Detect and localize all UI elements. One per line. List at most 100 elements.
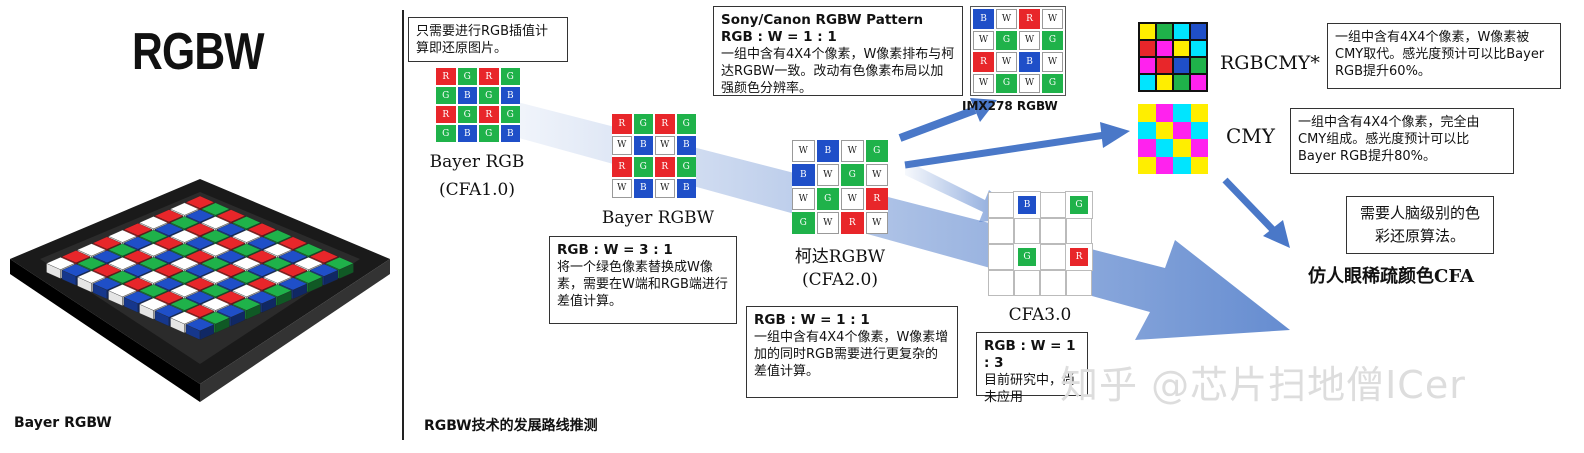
pixel-W: W bbox=[1019, 30, 1040, 50]
sensor-pixel-G bbox=[201, 229, 230, 243]
sensor-pixel-G bbox=[232, 216, 261, 229]
pixel-W: W bbox=[865, 212, 888, 234]
pixel-Y bbox=[1155, 121, 1173, 139]
sensor-pixel-B bbox=[247, 291, 277, 304]
pixel-Y bbox=[1140, 24, 1155, 39]
pixel-G: G bbox=[816, 188, 839, 210]
pixel-G: G bbox=[676, 114, 696, 134]
bayer-rgbw-label: Bayer RGBW bbox=[601, 208, 715, 228]
sensor-pixel-B bbox=[309, 263, 339, 277]
pixel-C bbox=[1138, 121, 1156, 139]
pixel-C bbox=[1140, 75, 1155, 90]
sensor-pixel-R bbox=[123, 223, 153, 236]
sensor-pixel-G bbox=[325, 257, 354, 270]
pixel-Y bbox=[1190, 104, 1208, 122]
sensor-pixel-R bbox=[185, 250, 215, 263]
pixel-B: B bbox=[973, 9, 994, 29]
sensor-pixel-G bbox=[77, 257, 106, 270]
rgbcmy-pattern bbox=[1138, 22, 1208, 92]
sensor-pixel-W bbox=[77, 270, 106, 284]
sony-note: Sony/Canon RGBW Pattern RGB : W = 1 : 1 … bbox=[713, 6, 963, 96]
sensor-pixel-W bbox=[139, 243, 168, 257]
sensor-pixel-G bbox=[139, 257, 168, 270]
right-caption: RGBW技术的发展路线推测 bbox=[424, 418, 598, 434]
pixel-C bbox=[1173, 104, 1191, 122]
pixel-C bbox=[1174, 24, 1189, 39]
pixel-C bbox=[1190, 121, 1208, 139]
cfa3-cell bbox=[1040, 218, 1066, 244]
sensor-pixel-G bbox=[170, 216, 199, 229]
pixel-W: W bbox=[612, 178, 632, 198]
pixel-G: G bbox=[633, 157, 653, 177]
sensor-pixel-B bbox=[185, 291, 215, 304]
pixel-W: W bbox=[973, 73, 994, 93]
sensor-pixel-R bbox=[247, 223, 277, 236]
sensor-pixel-G bbox=[294, 270, 323, 284]
sensor-pixel-R bbox=[247, 250, 277, 263]
sensor-pixel-W bbox=[294, 257, 323, 270]
pixel-G: G bbox=[865, 140, 888, 162]
cfa3-note: RGB : W = 1 : 3 目前研究中，尚未应用 bbox=[976, 332, 1088, 405]
pixel-R: R bbox=[436, 68, 456, 85]
pixel-Y bbox=[1190, 156, 1208, 174]
pixel-W: W bbox=[996, 9, 1017, 29]
human-cfa-note-text: 需要人脑级别的色彩还原算法。 bbox=[1359, 204, 1480, 245]
sensor-pixel-W bbox=[170, 284, 199, 297]
sensor-pixel-W bbox=[170, 229, 199, 243]
sony-note-title: Sony/Canon RGBW Pattern bbox=[721, 12, 924, 28]
sensor-pixel-G bbox=[201, 202, 230, 216]
kodak-note-text: 一组中含有4X4个像素，W像素增加的同时RGB需要进行更复杂的差值计算。 bbox=[754, 330, 949, 379]
sensor-pixel-B bbox=[154, 277, 184, 291]
cfa3-cell bbox=[1040, 192, 1066, 218]
pixel-Y bbox=[1174, 41, 1189, 56]
sensor-pixel-B bbox=[216, 250, 246, 263]
cmy-note: 一组中含有4X4个像素，完全由CMY组成。感光度预计可以比Bayer RGB提升… bbox=[1290, 108, 1514, 174]
pixel-G: G bbox=[500, 68, 520, 85]
pixel-B: B bbox=[457, 125, 477, 142]
sensor-base-left-edge bbox=[10, 259, 200, 402]
human-cfa-label: 仿人眼稀疏颜色CFA bbox=[1308, 266, 1475, 287]
pixel-G: G bbox=[457, 106, 477, 123]
bayer-rgb-note: 只需要进行RGB插值计算即还原图片。 bbox=[408, 17, 568, 62]
sensor-pixel-R bbox=[247, 277, 277, 291]
pixel-G bbox=[1157, 24, 1172, 39]
kodak-note: RGB : W = 1 : 1 一组中含有4X4个像素，W像素增加的同时RGB需… bbox=[746, 306, 958, 398]
cfa3-cell: B bbox=[1013, 191, 1041, 219]
sensor-pixel-B bbox=[247, 236, 277, 250]
sensor-pixel-W bbox=[108, 284, 137, 297]
cfa3-cell bbox=[1040, 270, 1066, 296]
bayer-rgbw-note-text: 将一个绿色像素替换成W像素，需要在W端和RGB端进行差值计算。 bbox=[557, 260, 728, 309]
pixel-W: W bbox=[1042, 52, 1063, 72]
pixel-W: W bbox=[1042, 9, 1063, 29]
sony-ratio: RGB : W = 1 : 1 bbox=[721, 29, 837, 45]
pixel-B: B bbox=[676, 135, 696, 155]
sensor-pixel-W bbox=[201, 216, 230, 229]
sensor-pixel-G bbox=[139, 284, 168, 297]
cfa3-cell: G bbox=[1013, 243, 1041, 271]
pixel-Y bbox=[1138, 156, 1156, 174]
pixel-W: W bbox=[792, 188, 815, 210]
pixel-W: W bbox=[792, 140, 815, 162]
pixel-W: W bbox=[973, 30, 994, 50]
sensor-pixel-R bbox=[216, 291, 246, 304]
pixel-G: G bbox=[479, 125, 499, 142]
sensor-pixel-R bbox=[216, 263, 246, 277]
pixel-M bbox=[1155, 104, 1173, 122]
pixel-G: G bbox=[676, 157, 696, 177]
sensor-pixel-B bbox=[123, 236, 153, 250]
pixel-Y bbox=[1157, 75, 1172, 90]
cmy-pattern bbox=[1138, 104, 1208, 174]
cfa3-cell bbox=[1014, 218, 1040, 244]
cfa3-cell bbox=[988, 218, 1014, 244]
sensor-pixel-G bbox=[263, 229, 292, 243]
sensor-pixel-B bbox=[61, 263, 91, 277]
pixel-M bbox=[1140, 58, 1155, 73]
pixel-M bbox=[1173, 121, 1191, 139]
rgbw-sensor-illustration bbox=[10, 179, 390, 402]
pixel-R: R bbox=[612, 114, 632, 134]
sensor-pixel-W bbox=[170, 257, 199, 270]
pixel-R: R bbox=[841, 212, 864, 234]
cmy-to-human-arrow-head bbox=[1263, 220, 1290, 248]
